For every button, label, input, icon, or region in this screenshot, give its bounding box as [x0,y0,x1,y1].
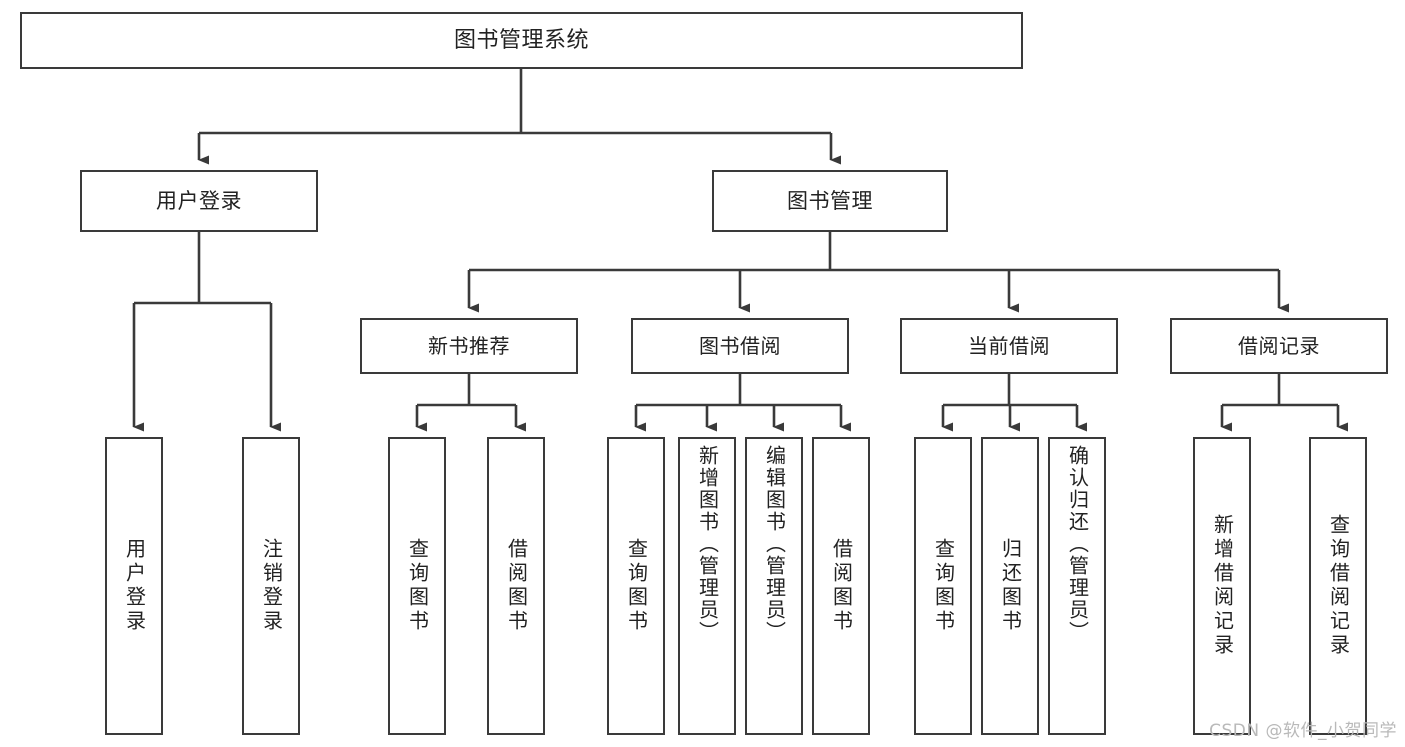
node-label: 借阅图书 [504,538,529,634]
node-label: 注销登录 [259,538,284,634]
node-label: 借阅图书 [829,538,854,634]
node-book-borrow[interactable]: 图书借阅 [631,318,849,374]
node-book-management[interactable]: 图书管理 [712,170,948,232]
node-label: 查询图书 [405,538,430,634]
node-label: 查询图书 [624,538,649,634]
leaf-confirm-return-admin[interactable]: 确认归还（管理员） [1048,437,1106,735]
leaf-user-login[interactable]: 用户登录 [105,437,163,735]
node-current-borrow[interactable]: 当前借阅 [900,318,1118,374]
leaf-return-book[interactable]: 归还图书 [981,437,1039,735]
leaf-add-book-admin[interactable]: 新增图书（管理员） [678,437,736,735]
node-borrow-record[interactable]: 借阅记录 [1170,318,1388,374]
node-new-book-recommend[interactable]: 新书推荐 [360,318,578,374]
leaf-query-book-recommend[interactable]: 查询图书 [388,437,446,735]
node-label: 图书管理 [787,188,873,213]
node-label: 图书管理系统 [453,27,589,53]
node-label: 用户登录 [156,188,242,213]
node-book-management-system[interactable]: 图书管理系统 [20,12,1023,69]
leaf-logout[interactable]: 注销登录 [242,437,300,735]
node-user-login[interactable]: 用户登录 [80,170,318,232]
node-label: 借阅记录 [1238,334,1320,358]
node-label: 当前借阅 [968,334,1050,358]
node-label: 查询图书 [931,538,956,634]
leaf-borrow-book[interactable]: 借阅图书 [812,437,870,735]
leaf-query-book-borrow[interactable]: 查询图书 [607,437,665,735]
node-label: 新书推荐 [428,334,510,358]
node-label: 确认归还（管理员） [1065,445,1090,643]
node-label: 归还图书 [998,538,1023,634]
watermark-text: CSDN @软件_小贺同学 [1209,721,1397,741]
node-label: 用户登录 [122,538,147,634]
csdn-watermark: CSDN @软件_小贺同学 [1209,716,1397,741]
node-label: 新增借阅记录 [1210,514,1235,658]
node-label: 查询借阅记录 [1326,514,1351,658]
node-label: 图书借阅 [699,334,781,358]
leaf-query-borrow-record[interactable]: 查询借阅记录 [1309,437,1367,735]
node-label: 编辑图书（管理员） [762,445,787,643]
node-label: 新增图书（管理员） [695,445,720,643]
leaf-edit-book-admin[interactable]: 编辑图书（管理员） [745,437,803,735]
leaf-query-book-current[interactable]: 查询图书 [914,437,972,735]
leaf-add-borrow-record[interactable]: 新增借阅记录 [1193,437,1251,735]
leaf-borrow-book-recommend[interactable]: 借阅图书 [487,437,545,735]
